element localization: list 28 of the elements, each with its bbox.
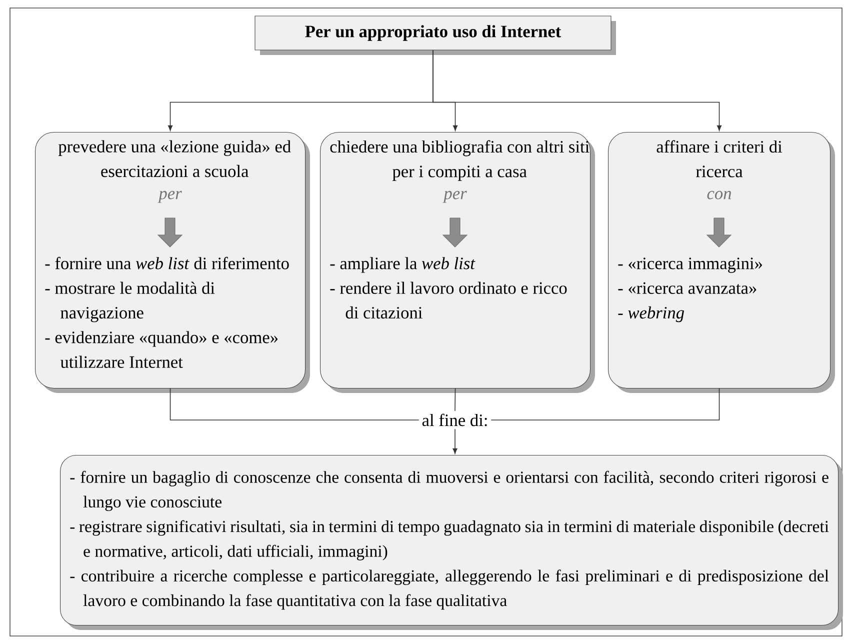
connector-word: per xyxy=(442,190,467,203)
list-item: - «ricerca immagini» xyxy=(618,258,762,273)
heading-text: prevedere una «lezione guida» ed esercitazioni a scuola xyxy=(58,140,291,178)
connector xyxy=(452,428,458,454)
connector xyxy=(432,50,722,131)
connector-text: al fine di: xyxy=(422,414,487,426)
heading-text: affinare i criteri di ricerca xyxy=(656,140,782,178)
connector xyxy=(170,388,420,420)
rounded-box xyxy=(60,455,843,630)
list-item: - ampliare la web list xyxy=(330,257,476,273)
title-box: Per un appropriato uso di Internet xyxy=(254,16,616,55)
list-item: - fornire un bagaglio di conoscenze che consenta di muoversi e orientarsi con facilità, secondo criteri rigorosi e lungo vie conosciute xyxy=(70,470,828,511)
connector xyxy=(490,388,720,420)
list-item: - mostrare le modalità di navigazione xyxy=(45,282,215,322)
list-item: - rendere il lavoro ordinato e ricco di citazioni xyxy=(330,282,567,319)
list-item: - registrare significativi risultati, sia in termini di tempo guadagnato sia in termini di materiale disponibile (decreti e normative, articoli, dati ufficiali, immagini) xyxy=(70,520,829,560)
connector xyxy=(454,388,456,412)
list-item: - webring xyxy=(618,306,684,322)
connector-word: con xyxy=(707,190,732,200)
heading-text: chiedere una bibliografia con altri siti per i compiti a casa xyxy=(330,140,590,181)
list-item: - evidenziare «quando» e «come» utilizzare Internet xyxy=(45,331,278,368)
rounded-box xyxy=(320,132,595,393)
list-item: - «ricerca avanzata» xyxy=(618,282,756,294)
rounded-box xyxy=(608,132,835,393)
connector-word: per xyxy=(158,190,182,203)
list-item: - contribuire a ricerche complesse e particolareggiate, alleggerendo le fasi preliminari e di predisposizione del lavoro e combinando la fase quantitativa con la fase qualitativa xyxy=(70,570,829,610)
rounded-box xyxy=(35,132,310,393)
list-item: - fornire una web list di riferimento xyxy=(45,256,289,270)
